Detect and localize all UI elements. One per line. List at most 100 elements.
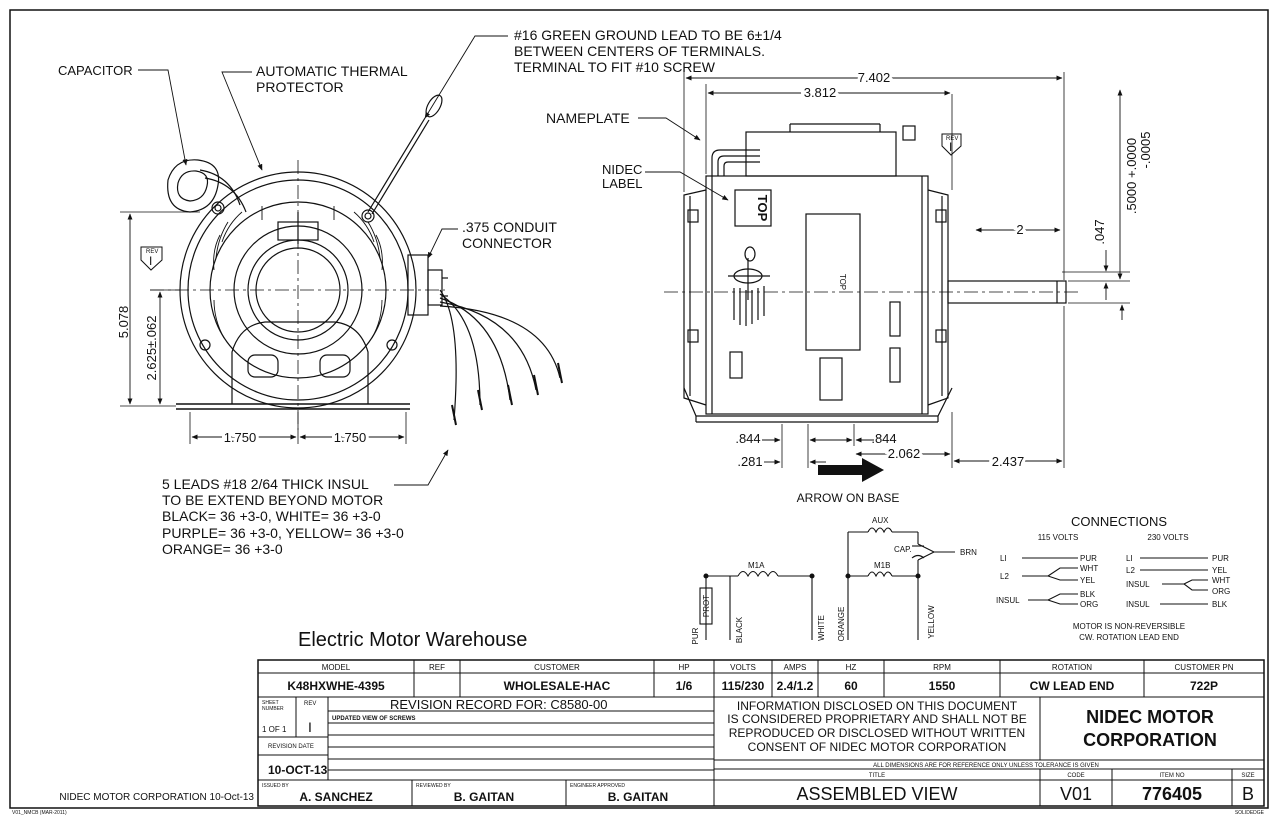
hdr-ref: REF (429, 663, 445, 672)
revision-date-value: 10-OCT-13 (268, 763, 328, 777)
nidec-label-1: NIDEC (602, 162, 642, 177)
c230-l2: L2 (1126, 566, 1135, 575)
company-name-2: CORPORATION (1083, 730, 1217, 750)
rev-tag-left: REV (146, 249, 158, 255)
corner-right-code: SOLIDEDGE (1235, 810, 1265, 816)
values-row: K48HXWHE-4395 WHOLESALE-HAC 1/6 115/230 … (287, 679, 1218, 693)
c230-l1: LI (1126, 554, 1133, 563)
issued-label: ISSUED BY (262, 783, 289, 789)
hdr-model: MODEL (322, 663, 351, 672)
volts-115-label: 115 VOLTS (1038, 533, 1079, 542)
c115-org: ORG (1080, 600, 1098, 609)
dim-844-left: .844 (735, 431, 760, 446)
c115-l2: L2 (1000, 572, 1009, 581)
rotation-arrow (818, 458, 884, 482)
dim-flat: .047 (1092, 219, 1107, 244)
dim-overall: 7.402 (858, 70, 891, 85)
item-value: 776405 (1142, 784, 1202, 804)
code-label: CODE (1067, 773, 1084, 779)
brn-label: BRN (960, 548, 977, 557)
hdr-customer-pn: CUSTOMER PN (1175, 663, 1234, 672)
conduit-label-1: .375 CONDUIT (462, 219, 557, 235)
dim-281: .281 (737, 454, 762, 469)
rev-symbol-right: I (949, 140, 952, 154)
dim-844-right: .844 (871, 431, 896, 446)
connections-230: LI L2 INSUL INSUL PUR YEL WHT ORG BLK (1126, 554, 1230, 609)
reviewed-value: B. GAITAN (454, 790, 514, 804)
shaft-dia-1: .5000 +.0000 (1124, 138, 1139, 214)
title-label: TITLE (869, 773, 885, 779)
footer-company-date: NIDEC MOTOR CORPORATION 10-Oct-13 (59, 792, 254, 803)
val-hp: 1/6 (676, 679, 693, 693)
val-model: K48HXWHE-4395 (287, 679, 385, 693)
hdr-rotation: ROTATION (1052, 663, 1092, 672)
title-block-frame (257, 659, 1265, 807)
val-customer-pn: 722P (1190, 679, 1218, 693)
info-line-3: REPRODUCED OR DISCLOSED WITHOUT WRITTEN (729, 726, 1025, 740)
white-wire-label: WHITE (817, 615, 826, 641)
c115-blk: BLK (1080, 590, 1096, 599)
rev-symbol-left: I (149, 254, 152, 268)
end-view (120, 35, 563, 486)
m1b-label: M1B (874, 561, 890, 570)
c230-insul-b: INSUL (1126, 600, 1150, 609)
dim-half-left: 1.750 (224, 430, 257, 445)
sheet-label-1: SHEET (262, 700, 279, 706)
connections-title: CONNECTIONS (1071, 514, 1167, 529)
proprietary-notice: INFORMATION DISCLOSED ON THIS DOCUMENT I… (727, 699, 1026, 754)
top-mark-a: TOP (755, 195, 770, 222)
hdr-hp: HP (678, 663, 689, 672)
item-label: ITEM NO (1160, 773, 1185, 779)
side-view (638, 72, 1130, 468)
dimensions-note: ALL DIMENSIONS ARE FOR REFERENCE ONLY UN… (873, 763, 1099, 769)
m1a-label: M1A (748, 561, 765, 570)
info-line-1: INFORMATION DISCLOSED ON THIS DOCUMENT (737, 699, 1018, 713)
rev-tag-right: REV (946, 136, 958, 142)
c115-insul: INSUL (996, 596, 1020, 605)
drawing-title: ASSEMBLED VIEW (796, 784, 957, 804)
leads-line-5: ORANGE= 36 +3-0 (162, 541, 283, 557)
ground-note-3: TERMINAL TO FIT #10 SCREW (514, 59, 716, 75)
leads-note: 5 LEADS #18 2/64 THICK INSUL TO BE EXTEN… (162, 476, 404, 557)
leads-line-2: TO BE EXTEND BEYOND MOTOR (162, 492, 383, 508)
conduit-label-2: CONNECTOR (462, 235, 552, 251)
volts-230-label: 230 VOLTS (1147, 533, 1188, 542)
val-hz: 60 (844, 679, 858, 693)
c230-blk: BLK (1212, 600, 1228, 609)
sheet-label-2: NUMBER (262, 706, 284, 712)
revision-date-label: REVISION DATE (268, 744, 314, 750)
hdr-hz: HZ (846, 663, 857, 672)
cap-label: CAP. (894, 545, 912, 554)
val-volts: 115/230 (722, 679, 765, 693)
dim-shaft: 2 (1016, 222, 1023, 237)
val-customer: WHOLESALE-HAC (504, 679, 611, 693)
arrow-on-base-label: ARROW ON BASE (797, 491, 900, 505)
drawing-border (9, 9, 1269, 809)
aux-label: AUX (872, 516, 889, 525)
dim-2437: 2.437 (992, 454, 1025, 469)
c230-org: ORG (1212, 587, 1230, 596)
yellow-wire-label: YELLOW (927, 605, 936, 639)
size-value: B (1242, 784, 1254, 804)
rotation-note-2: CW. ROTATION LEAD END (1079, 633, 1179, 642)
dim-center: 2.625±.062 (144, 316, 159, 381)
c230-pur: PUR (1212, 554, 1229, 563)
issued-value: A. SANCHEZ (299, 790, 372, 804)
c115-yel: YEL (1080, 576, 1096, 585)
thermal-label-2: PROTECTOR (256, 79, 344, 95)
company-name-1: NIDEC MOTOR (1086, 707, 1214, 727)
hdr-customer: CUSTOMER (534, 663, 580, 672)
leads-line-3: BLACK= 36 +3-0, WHITE= 36 +3-0 (162, 508, 381, 524)
connections-115: LI L2 INSUL PUR WHT YEL BLK ORG (996, 554, 1098, 609)
c230-insul-a: INSUL (1126, 580, 1150, 589)
val-rpm: 1550 (929, 679, 956, 693)
black-wire-label: BLACK (735, 616, 744, 643)
capacitor-label: CAPACITOR (58, 63, 133, 78)
sheet-value: 1 OF 1 (262, 725, 287, 734)
val-amps: 2.4/1.2 (777, 679, 814, 693)
dim-body: 3.812 (804, 85, 837, 100)
c115-wht: WHT (1080, 564, 1098, 573)
watermark-text: Electric Motor Warehouse (298, 629, 527, 651)
revision-note: UPDATED VIEW OF SCREWS (332, 716, 416, 722)
